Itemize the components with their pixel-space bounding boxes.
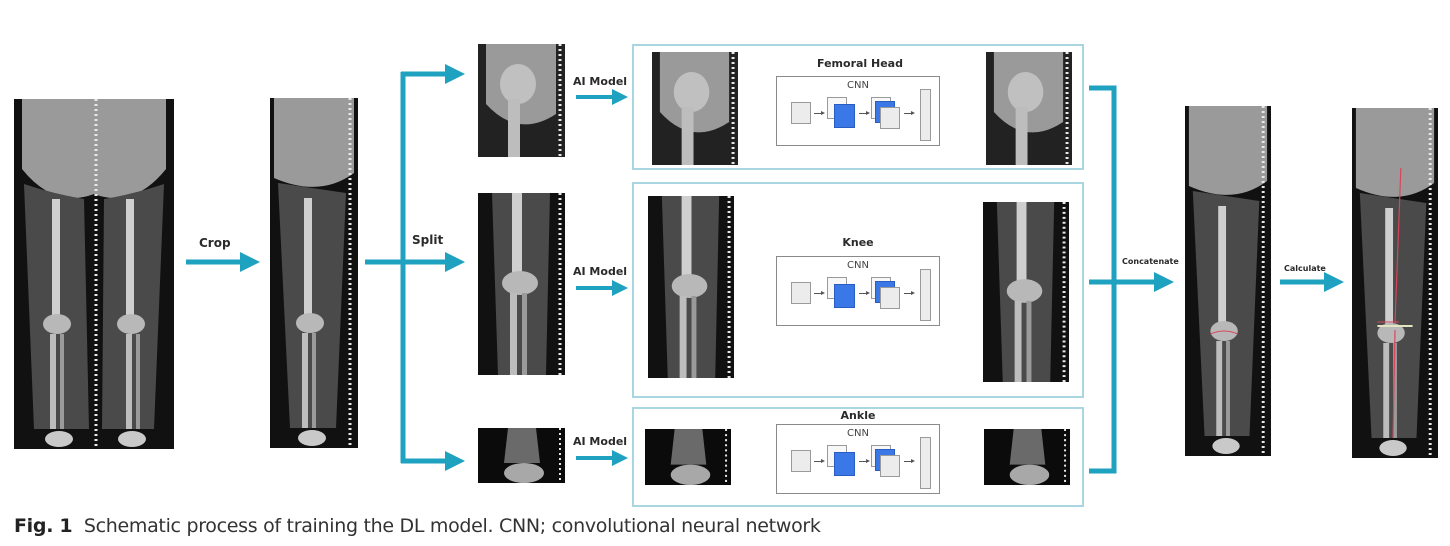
- layer-arrow: [859, 291, 870, 295]
- calculated-radiograph: [1352, 108, 1438, 458]
- femoral-output-image: [986, 52, 1072, 165]
- fully-connected-layer: [920, 437, 931, 489]
- cnn-title: CNN: [847, 428, 869, 439]
- ankle-input-image: [645, 429, 731, 485]
- ai-model-label-ankle: AI Model: [573, 435, 628, 448]
- input-layer: [791, 282, 811, 304]
- ankle-crop: [478, 428, 565, 483]
- crop-label: Crop: [199, 236, 231, 250]
- femoral-mechanical-axis: [1394, 167, 1402, 324]
- cnn-title: CNN: [847, 80, 869, 91]
- layer-arrow: [904, 291, 915, 295]
- pool-layer: [880, 455, 900, 477]
- cnn-title: CNN: [847, 260, 869, 271]
- input-layer: [791, 102, 811, 124]
- ankle-output-image: [984, 429, 1070, 485]
- calculate-label: Calculate: [1284, 264, 1326, 273]
- layer-arrow: [859, 111, 870, 115]
- conv-layer: [834, 104, 855, 128]
- ai-model-label-knee: AI Model: [573, 265, 628, 278]
- knee-output-image: [983, 202, 1069, 382]
- cnn-block-femoral: CNN: [776, 76, 940, 146]
- ai-model-label-femoral: AI Model: [573, 75, 628, 88]
- conv-layer: [834, 284, 855, 308]
- fully-connected-layer: [920, 89, 931, 141]
- layer-arrow: [814, 111, 825, 115]
- pool-layer: [880, 107, 900, 129]
- cropped-radiograph: [270, 98, 358, 448]
- input-layer: [791, 450, 811, 472]
- knee-crop: [478, 193, 565, 375]
- conv-layer: [834, 452, 855, 476]
- layer-arrow: [904, 111, 915, 115]
- region-title-femoral-head: Femoral Head: [817, 57, 903, 70]
- layer-arrow: [814, 291, 825, 295]
- layer-arrow: [814, 459, 825, 463]
- layer-arrow: [904, 459, 915, 463]
- cnn-block-knee: CNN: [776, 256, 940, 326]
- pool-layer: [880, 287, 900, 309]
- figure-caption: Fig. 1 Schematic process of training the…: [14, 515, 821, 537]
- region-title-knee: Knee: [842, 236, 874, 249]
- knee-input-image: [648, 196, 734, 378]
- layer-arrow: [859, 459, 870, 463]
- cnn-block-ankle: CNN: [776, 424, 940, 494]
- caption-text: Schematic process of training the DL mod…: [83, 515, 821, 537]
- femoral-input-image: [652, 52, 738, 165]
- fully-connected-layer: [920, 269, 931, 321]
- input-radiograph: [14, 99, 174, 449]
- tibial-mechanical-axis: [1392, 329, 1396, 439]
- concatenated-radiograph: [1185, 106, 1271, 456]
- concatenate-label: Concatenate: [1122, 257, 1179, 266]
- caption-label: Fig. 1: [14, 515, 73, 537]
- femoral-head-crop: [478, 44, 565, 157]
- split-label: Split: [412, 233, 444, 247]
- region-title-ankle: Ankle: [840, 409, 876, 422]
